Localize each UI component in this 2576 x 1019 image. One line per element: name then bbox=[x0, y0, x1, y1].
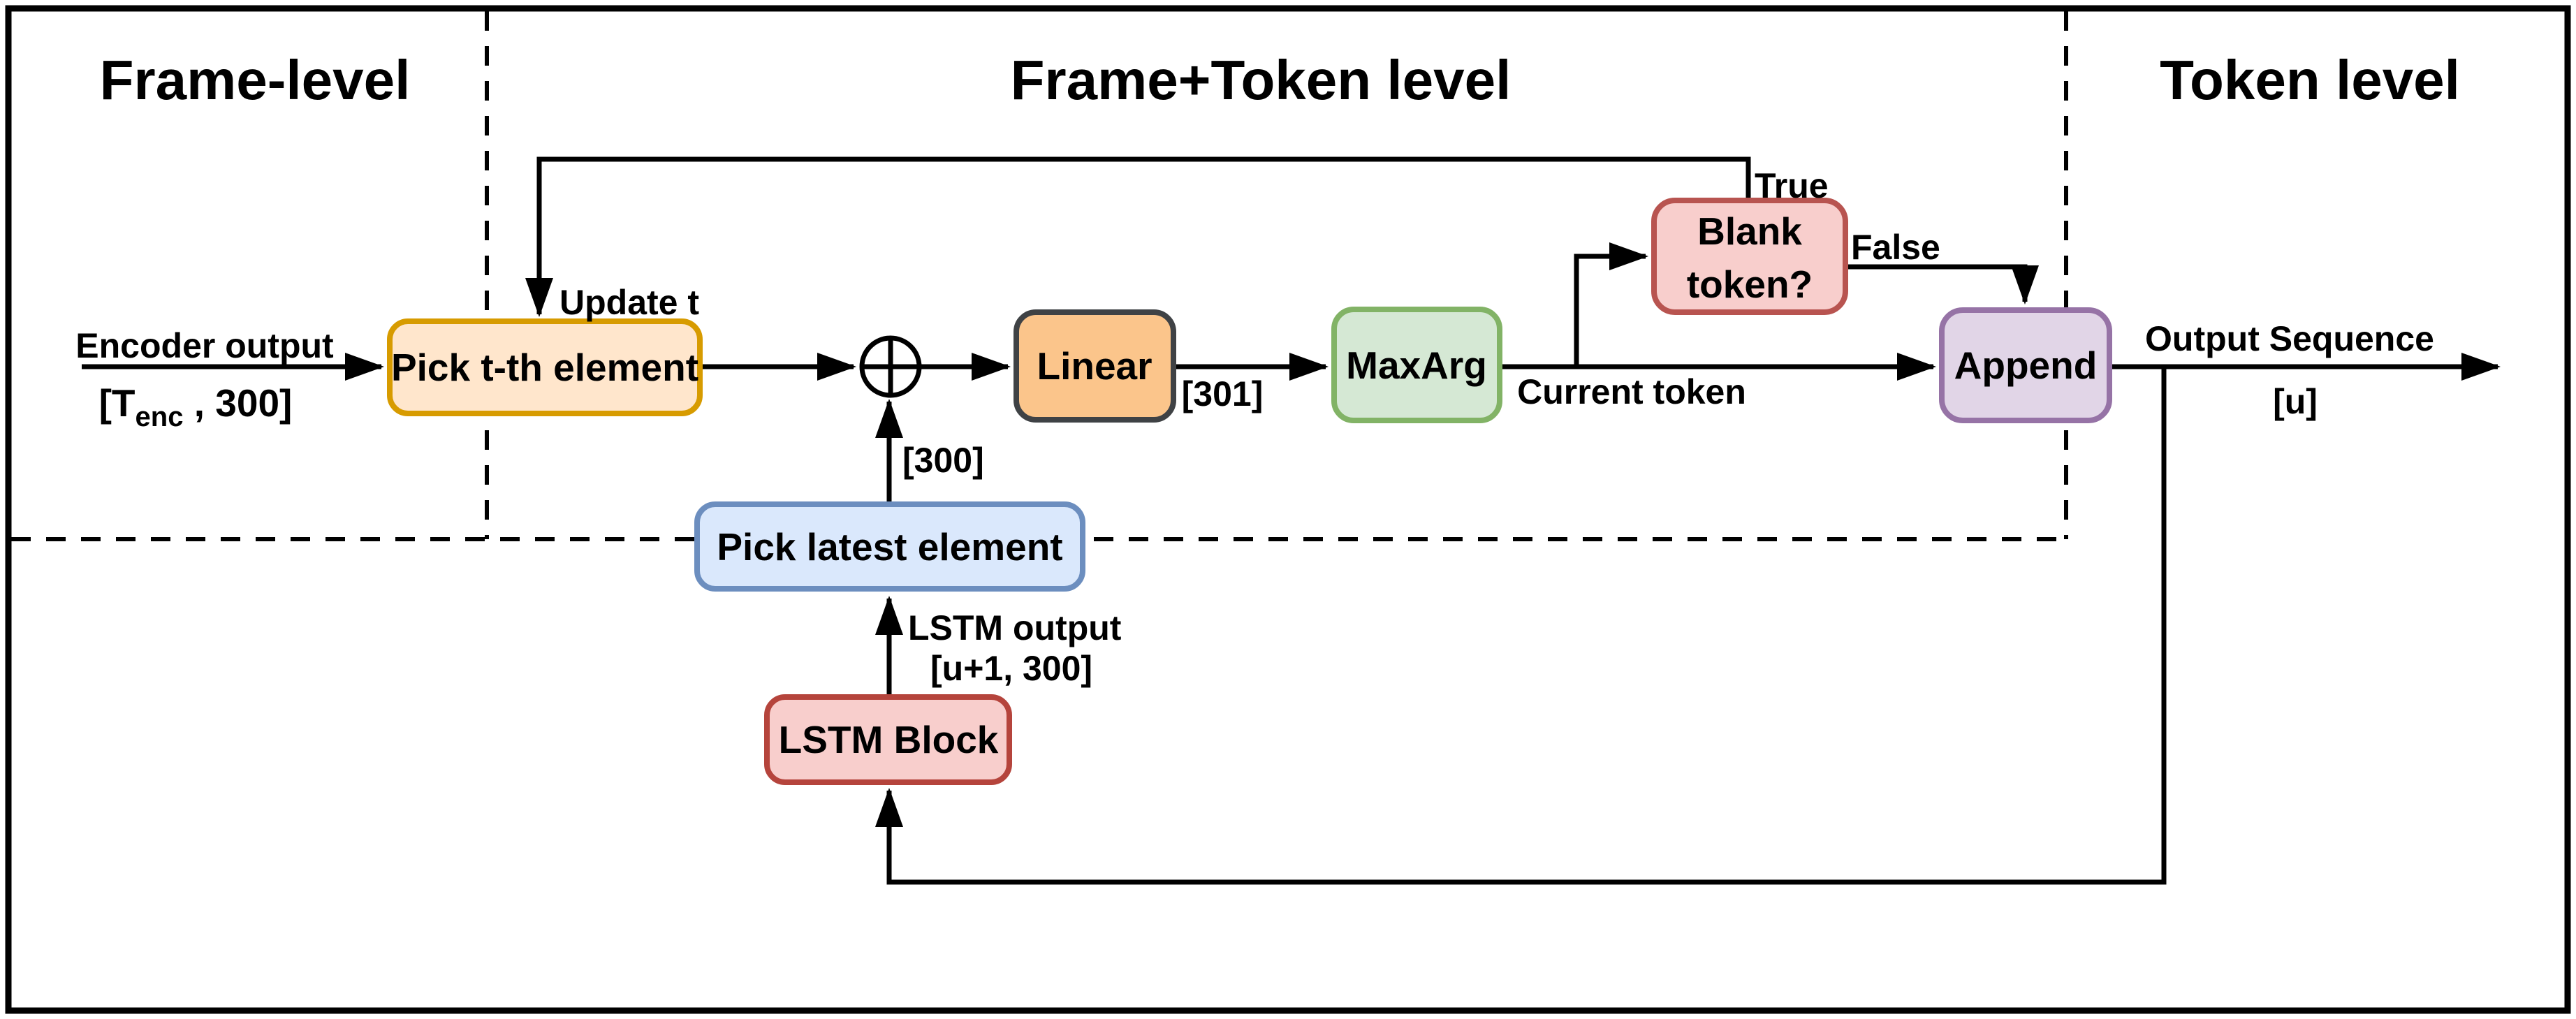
output-shape-label: [u] bbox=[2273, 382, 2318, 421]
linear-node: Linear bbox=[1013, 309, 1176, 423]
blank-token-label-line2: token? bbox=[1687, 263, 1813, 306]
pick-t-th-element-node: Pick t-th element bbox=[387, 318, 703, 416]
encoder-shape-label: [Tenc , 300] bbox=[99, 381, 293, 432]
linear-label: Linear bbox=[1037, 344, 1152, 388]
blank-token-label-line1: Blank bbox=[1697, 210, 1802, 253]
output-sequence-label: Output Sequence bbox=[2145, 319, 2434, 358]
false-to-append-arrow bbox=[1845, 264, 2039, 305]
sum-input-shape-label: [300] bbox=[902, 441, 984, 480]
lstm-output-shape-label: [u+1, 300] bbox=[930, 649, 1092, 688]
blank-token-node: Blank token? bbox=[1651, 198, 1848, 315]
output-to-lstm-loop-arrow bbox=[875, 367, 2167, 885]
append-node: Append bbox=[1939, 307, 2112, 423]
current-token-to-blank-arrow bbox=[1574, 242, 1648, 367]
maxarg-label: MaxArg bbox=[1346, 344, 1487, 387]
pick-latest-element-node: Pick latest element bbox=[694, 501, 1085, 592]
false-label: False bbox=[1851, 228, 1940, 267]
pick-latest-element-label: Pick latest element bbox=[717, 525, 1062, 569]
outer-border bbox=[5, 5, 2571, 1014]
linear-output-shape-label: [301] bbox=[1182, 374, 1264, 413]
section-title-token-level: Token level bbox=[2160, 49, 2460, 111]
lstm-block-node: LSTM Block bbox=[764, 694, 1012, 785]
maxarg-node: MaxArg bbox=[1331, 307, 1502, 423]
section-title-frame-level: Frame-level bbox=[100, 49, 411, 111]
lstm-block-label: LSTM Block bbox=[779, 718, 999, 761]
current-token-label: Current token bbox=[1517, 372, 1746, 411]
encoder-output-label: Encoder output bbox=[75, 326, 334, 365]
true-label: True bbox=[1755, 166, 1829, 205]
pick-t-th-element-label: Pick t-th element bbox=[391, 346, 698, 389]
update-t-label: Update t bbox=[559, 283, 699, 322]
append-label: Append bbox=[1954, 344, 2098, 387]
section-title-frame-token-level: Frame+Token level bbox=[1011, 49, 1512, 111]
true-update-t-loop-arrow bbox=[525, 156, 1751, 317]
lstm-output-label: LSTM output bbox=[908, 608, 1122, 647]
circled-plus-icon bbox=[859, 335, 922, 398]
